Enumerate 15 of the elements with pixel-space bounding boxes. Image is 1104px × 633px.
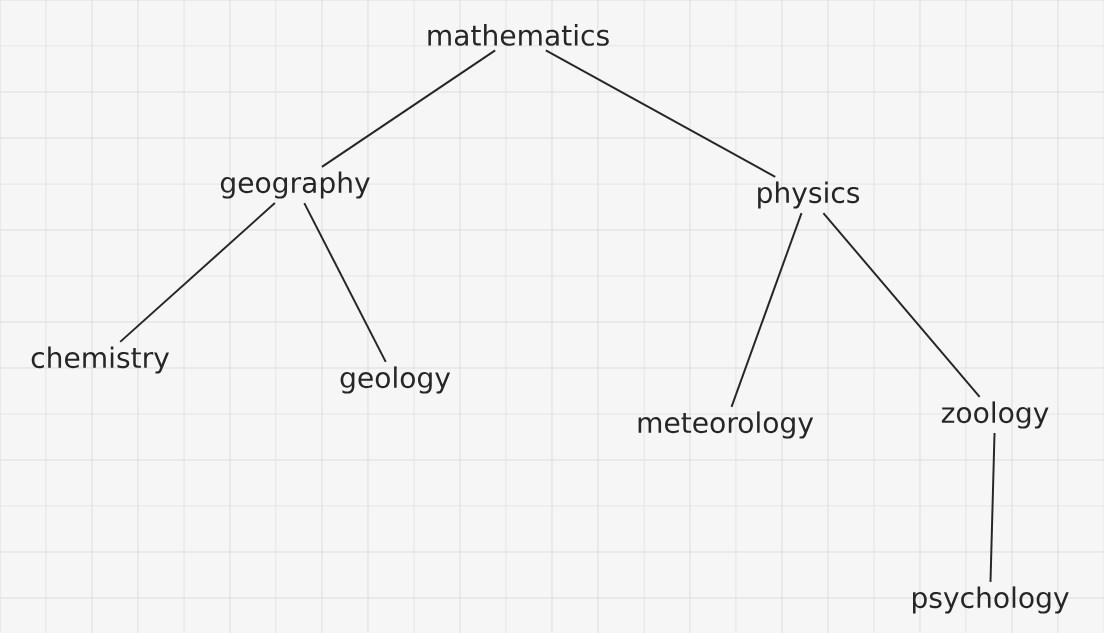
tree-line <box>822 212 981 398</box>
node-label: geography <box>220 171 370 199</box>
tree-line <box>320 49 497 168</box>
node-label: zoology <box>941 401 1049 429</box>
tree-line <box>544 49 777 178</box>
node-label: geology <box>340 366 451 394</box>
node-label: physics <box>758 181 860 209</box>
tree-line <box>730 212 803 408</box>
node-label: meteorology <box>638 411 814 439</box>
tree-line <box>989 432 996 583</box>
tree-line <box>119 202 276 343</box>
node-label: psychology <box>913 586 1069 614</box>
node-label: chemistry <box>31 346 169 374</box>
tree-line <box>303 202 387 363</box>
node-label: mathematics <box>428 24 609 46</box>
